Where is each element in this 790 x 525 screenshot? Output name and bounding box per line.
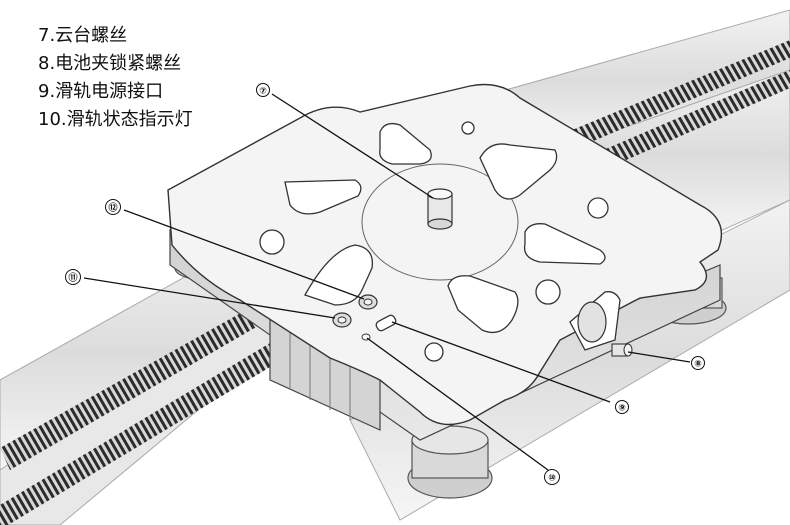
top-plate bbox=[167, 83, 723, 426]
button-11 bbox=[332, 312, 352, 328]
plate-cutouts bbox=[259, 121, 609, 362]
power-port bbox=[375, 314, 397, 332]
callout-12: ⑫ bbox=[105, 199, 121, 215]
rack-gear-left bbox=[0, 305, 285, 525]
callout-12-label: ⑫ bbox=[108, 202, 117, 214]
leader-lines bbox=[83, 93, 691, 471]
button-12 bbox=[358, 294, 378, 310]
battery-lock-screw bbox=[611, 343, 633, 357]
callout-9: ⑨ bbox=[615, 400, 629, 414]
legend-item-8: 8.电池夹锁紧螺丝 bbox=[38, 53, 182, 74]
gimbal-screw bbox=[427, 188, 453, 230]
rack-gear-right bbox=[560, 40, 790, 175]
legend-item-7: 7.云台螺丝 bbox=[38, 25, 128, 46]
callout-10: ⑩ bbox=[544, 469, 560, 485]
callout-10-label: ⑩ bbox=[548, 474, 556, 484]
legend-item-9: 9.滑轨电源接口 bbox=[38, 81, 164, 102]
callout-7: ⑦ bbox=[256, 83, 270, 97]
callout-7-label: ⑦ bbox=[259, 87, 267, 97]
legend-item-10: 10.滑轨状态指示灯 bbox=[38, 109, 193, 130]
callout-11: ⑪ bbox=[65, 269, 81, 285]
callout-8: ⑧ bbox=[691, 356, 705, 370]
foot-front bbox=[407, 425, 493, 499]
callout-11-label: ⑪ bbox=[68, 272, 77, 284]
parts-legend: 7.云台螺丝 8.电池夹锁紧螺丝 9.滑轨电源接口 10.滑轨状态指示灯 bbox=[38, 22, 193, 134]
battery-clamp bbox=[569, 291, 621, 351]
callout-9-label: ⑨ bbox=[618, 404, 626, 414]
callout-8-label: ⑧ bbox=[694, 360, 702, 370]
